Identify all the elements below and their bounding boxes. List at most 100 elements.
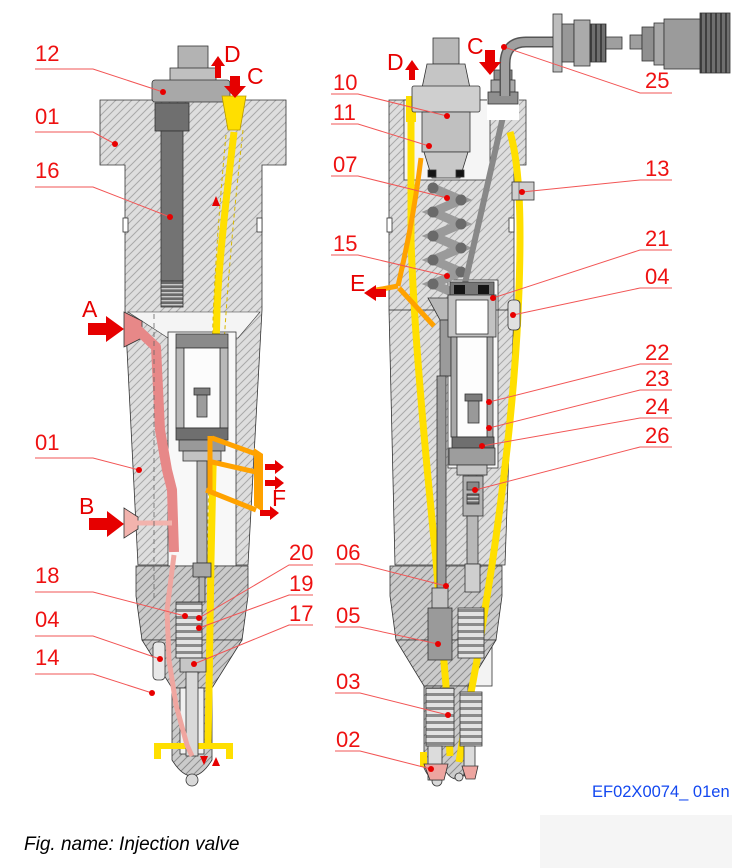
solenoid-coil [478, 285, 489, 294]
callout-17: 17 [191, 601, 313, 667]
callout-01-upper: 01 [35, 104, 118, 147]
spindle [436, 375, 447, 603]
leak-duct [164, 554, 195, 758]
arrow-a-right [88, 316, 124, 342]
svg-text:05: 05 [336, 603, 360, 628]
callout-05: 05 [335, 603, 441, 647]
callout-03: 03 [335, 669, 451, 718]
arrow-c-down-right-view [479, 50, 501, 75]
valve-plate [451, 436, 495, 449]
marker-d-right: D [387, 49, 404, 75]
svg-text:04: 04 [645, 264, 669, 289]
svg-text:10: 10 [333, 70, 357, 95]
solenoid-chamber [455, 299, 489, 335]
drawing-code: EF02X0074_ 01en [592, 783, 730, 801]
pilot-valve-detail [466, 493, 480, 505]
fuel-stub [420, 752, 427, 767]
body-notch [122, 217, 129, 233]
body-notch [256, 217, 263, 233]
fuel-stub [226, 743, 233, 759]
return-duct [205, 487, 257, 513]
svg-text:25: 25 [645, 68, 669, 93]
seal-ring [427, 169, 437, 178]
svg-text:21: 21 [645, 226, 669, 251]
callout-14: 14 [35, 645, 155, 696]
callout-25: 25 [501, 44, 672, 94]
stud-head [154, 102, 190, 132]
pilot-stem [466, 515, 479, 565]
valve-wall [486, 336, 494, 438]
body-notch [508, 217, 515, 233]
svg-text:18: 18 [35, 563, 59, 588]
marker-b: B [79, 493, 94, 519]
callout-04-left: 04 [35, 607, 163, 662]
valve-wall [450, 336, 458, 438]
stud-threads [160, 280, 184, 308]
adjusting-stud [432, 37, 460, 65]
needle-spring [459, 691, 483, 747]
valve-cap [175, 333, 229, 349]
svg-text:19: 19 [289, 571, 313, 596]
callout-24: 24 [479, 394, 672, 449]
callout-22: 22 [486, 340, 672, 405]
push-rod [196, 460, 208, 564]
callout-11: 11 [331, 100, 432, 149]
fuel-stub [154, 743, 161, 759]
valve-bolt-head [464, 393, 483, 402]
valve-bolt [467, 400, 480, 424]
callout-16: 16 [35, 158, 173, 220]
svg-text:04: 04 [35, 607, 59, 632]
nozzle-ball [454, 772, 464, 782]
fuel-duct-dashed [206, 134, 227, 561]
arrow-f-right-2 [265, 476, 284, 490]
arrow-tiny-up-nozzle [212, 757, 220, 766]
svg-text:13: 13 [645, 156, 669, 181]
port-a-duct [134, 326, 179, 553]
clamping-stud [160, 130, 184, 282]
cable [501, 38, 556, 96]
top-stud [177, 45, 209, 71]
arrow-e-left [364, 285, 386, 301]
valve-plate [448, 447, 496, 466]
valve-seat [427, 607, 453, 661]
marker-a: A [82, 296, 98, 322]
valve-bolt [196, 394, 208, 418]
valve-plate [182, 450, 222, 462]
svg-text:15: 15 [333, 231, 357, 256]
flow-letters: A B C D C D E F [79, 33, 484, 519]
callout-26: 26 [472, 423, 672, 493]
body-notch [386, 217, 393, 233]
svg-text:03: 03 [336, 669, 360, 694]
rod-guide [192, 562, 212, 578]
valve-wall [175, 347, 185, 429]
callout-01-lower: 01 [35, 430, 142, 473]
svg-text:02: 02 [336, 727, 360, 752]
svg-text:12: 12 [35, 41, 59, 66]
callout-10: 10 [331, 70, 450, 119]
callout-04-right: 04 [510, 264, 672, 318]
callout-13: 13 [519, 156, 672, 195]
callout-02: 02 [335, 727, 434, 772]
return-duct [211, 459, 257, 475]
callout-20: 20 [196, 540, 313, 621]
marker-f: F [272, 485, 286, 511]
rod [198, 576, 206, 603]
push-rod-slanted [460, 107, 508, 293]
valve-wall [219, 347, 229, 429]
callout-19: 19 [196, 571, 313, 631]
svg-text:07: 07 [333, 152, 357, 177]
svg-text:23: 23 [645, 366, 669, 391]
arrow-tiny-up-duct [212, 196, 220, 206]
valve-plate [175, 427, 229, 441]
right-section-view [370, 12, 731, 787]
adjusting-taper [421, 63, 471, 89]
valve-guide [431, 587, 449, 609]
return-duct [395, 157, 424, 287]
callout-23: 23 [486, 366, 672, 431]
pilot-spring [457, 607, 485, 659]
marker-e: E [350, 270, 365, 296]
svg-text:14: 14 [35, 645, 59, 670]
background-shade [540, 815, 732, 868]
